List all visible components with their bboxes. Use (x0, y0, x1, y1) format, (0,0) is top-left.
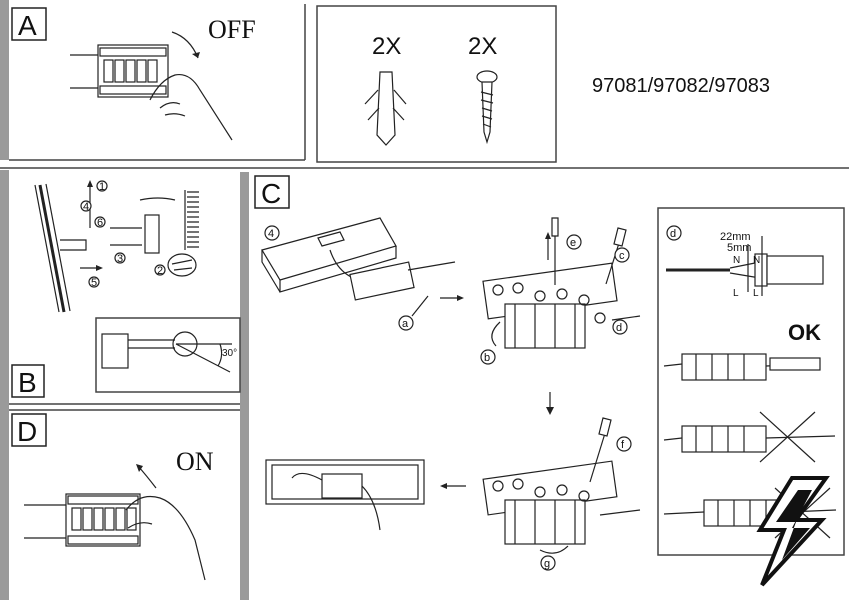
terminal-l-left: L (733, 288, 739, 299)
screwdriver-c (605, 239, 621, 285)
panel-c-letter: C (261, 178, 281, 209)
callout-b: b (484, 352, 490, 364)
callout-a-arrow (411, 295, 429, 317)
callout-g: g (544, 558, 550, 570)
wall-hatch (184, 190, 199, 250)
panel-a-side-bar (0, 0, 9, 160)
panel-a-letter: A (18, 10, 37, 41)
lightning-bolt-icon (756, 476, 830, 587)
step-1-circle (96, 180, 108, 192)
callout-f-circle (616, 436, 632, 452)
step-3-circle (114, 252, 126, 264)
panel-d: D ON (11, 413, 214, 581)
panel-b-letter-box (11, 364, 45, 398)
callout-c: c (619, 250, 625, 262)
step-4-number: 4 (83, 201, 89, 213)
callout-d-small-circle (612, 319, 628, 335)
incorrect-connection-1 (663, 411, 836, 463)
callout-d-circle (666, 225, 682, 241)
screwdriver-f (589, 429, 607, 483)
callout-g-circle (540, 555, 556, 571)
open-housing (261, 217, 456, 301)
cross-mark-1 (759, 411, 816, 463)
step-4-callout-circle (264, 225, 280, 241)
hand-off (149, 73, 233, 141)
fixing-screws (110, 227, 142, 246)
panel-d-letter-box (11, 413, 47, 447)
terminal-detail-bubble (167, 253, 197, 277)
callout-d-small: d (616, 322, 622, 334)
panel-a-letter-box (11, 7, 47, 41)
step-1-number: 1 (99, 181, 105, 193)
lamp-tube (38, 184, 66, 313)
anchor-quantity: 2X (372, 33, 401, 60)
strip-length-outer: 22mm (720, 231, 751, 243)
lamp-arm (60, 239, 87, 251)
panel-a: A OFF (11, 7, 256, 141)
terminal-l-right: L (753, 288, 759, 299)
angle-label: 30° (222, 348, 237, 359)
ok-label: OK (788, 320, 821, 345)
wire-detail-panel: d 22mm 5mm N N L L OK (657, 207, 845, 556)
inset-wall-bracket (101, 333, 129, 369)
callout-a: a (402, 318, 409, 330)
callout-d: d (670, 228, 676, 240)
model-numbers: 97081/97082/97083 (592, 75, 770, 97)
step-5-circle (88, 276, 100, 288)
callout-a-circle (398, 315, 414, 331)
panel-c: C 4 a e (254, 175, 641, 571)
stripped-wire-diagram (666, 236, 824, 296)
rotate-arrow-b (491, 321, 501, 347)
callout-e: e (570, 237, 576, 249)
hand-on (125, 495, 206, 581)
angle-inset-box (95, 317, 241, 393)
panel-b: 1 2 3 4 5 6 30° B (11, 180, 241, 398)
callout-e-circle (566, 234, 582, 250)
step-2-circle (154, 264, 166, 276)
terminal-block-upper (482, 262, 641, 349)
angle-lines (175, 343, 232, 373)
step-6-number: 6 (97, 217, 103, 229)
inset-arm (128, 339, 175, 349)
rotate-arrow-g (539, 545, 569, 554)
strip-length-inner: 5mm (727, 242, 751, 254)
closed-housing (265, 459, 425, 531)
screw-icon (476, 70, 498, 145)
wire-detail-box (657, 207, 845, 556)
panel-c-side-bar (240, 172, 249, 600)
terminal-block-lower (482, 460, 641, 545)
callout-b-circle (480, 349, 496, 365)
on-label: ON (176, 447, 214, 476)
callout-f: f (621, 439, 625, 451)
parts-box (316, 5, 557, 163)
terminal-n-right: N (753, 255, 760, 266)
step-6-circle (94, 216, 106, 228)
correct-connection (663, 353, 821, 381)
screw-quantity: 2X (468, 33, 497, 60)
panel-d-letter: D (17, 416, 37, 447)
panel-c-letter-box (254, 175, 290, 209)
step-3-number: 3 (117, 253, 123, 265)
parts-box-content: 2X 2X (364, 33, 498, 146)
step-4-callout: 4 (268, 228, 274, 240)
panel-bd-side-bar (0, 170, 9, 600)
panel-b-letter: B (18, 367, 37, 398)
callout-c-circle (614, 247, 630, 263)
step-4-circle (80, 200, 92, 212)
off-label: OFF (208, 15, 256, 44)
supply-cable (139, 197, 176, 201)
wall-anchor-icon (364, 71, 407, 146)
breaker-box-on (24, 493, 141, 547)
step-5-number: 5 (91, 277, 97, 289)
breaker-box-off (70, 44, 169, 98)
mounting-plate (144, 214, 160, 254)
terminal-n-left: N (733, 255, 740, 266)
step-2-number: 2 (157, 265, 163, 277)
